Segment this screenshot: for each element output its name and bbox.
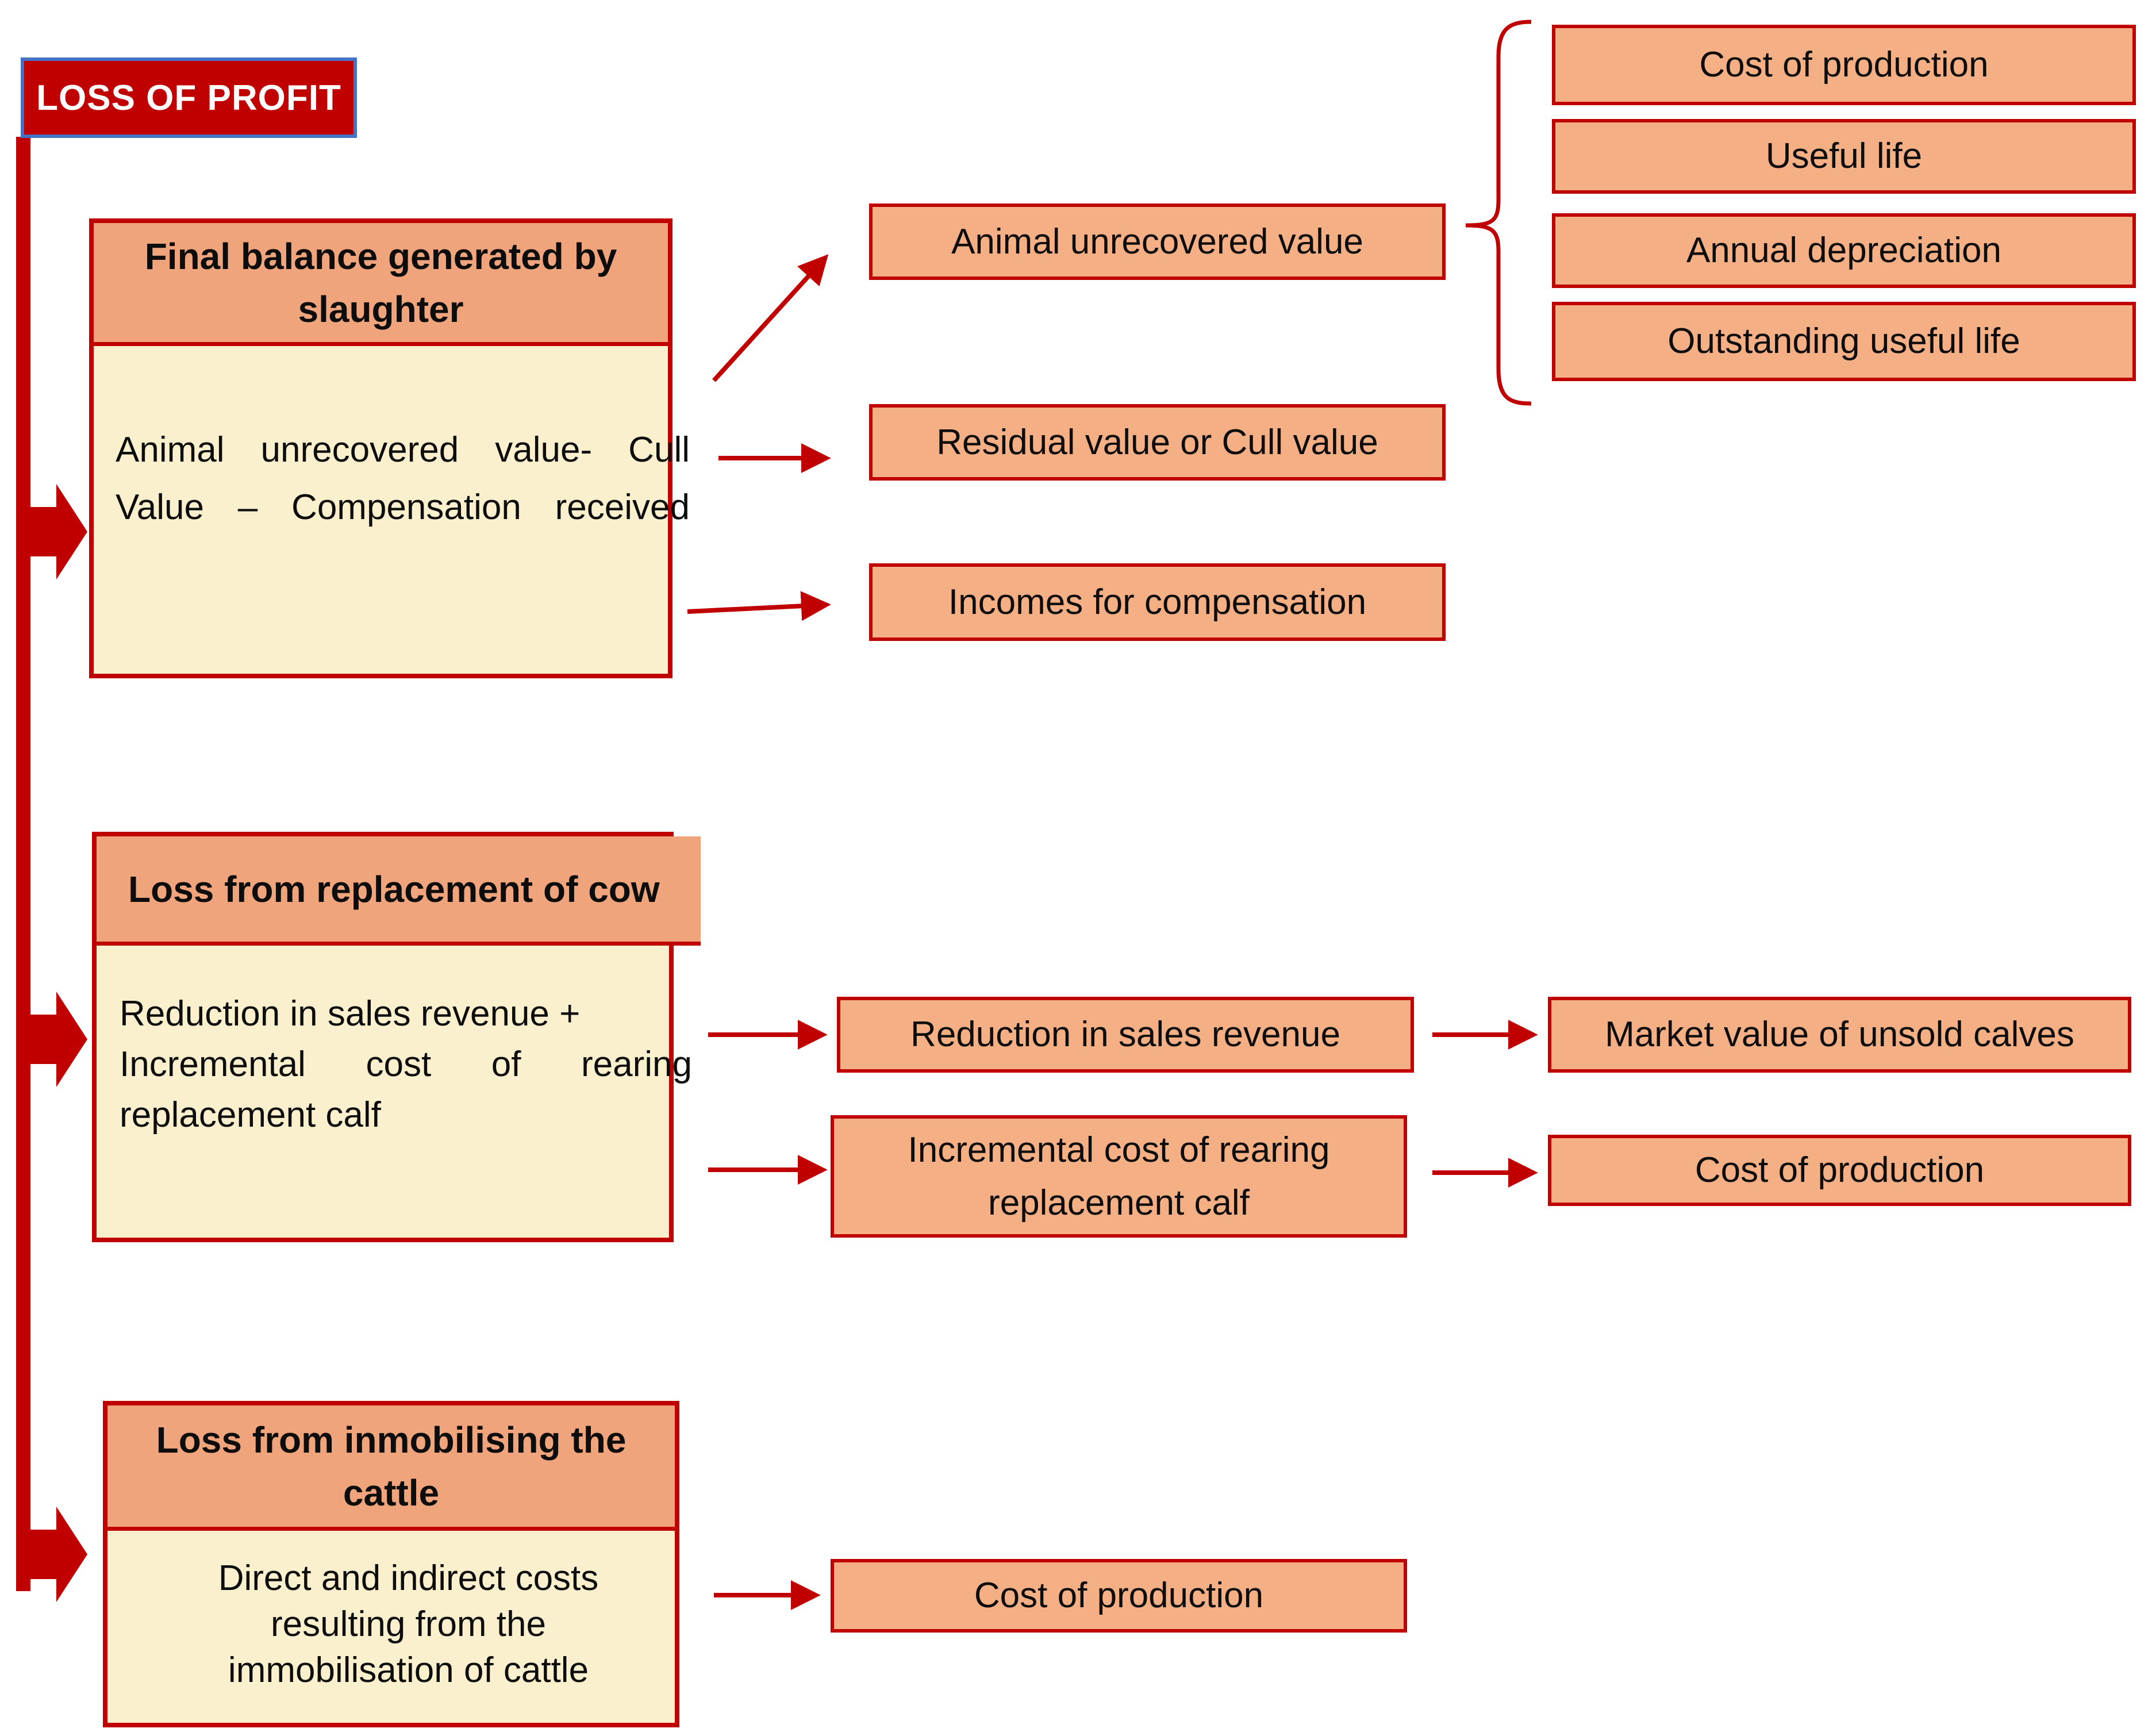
annual-depreciation-box: Annual depreciation (1552, 213, 2136, 288)
box-label: Incremental cost of rearing (908, 1130, 1330, 1170)
useful-life-box: Useful life (1552, 119, 2136, 194)
body-line: immobilisation of cattle (228, 1650, 589, 1690)
header-line: slaughter (298, 288, 464, 330)
section-replacement-body: Reduction in sales revenue + Incremental… (97, 942, 716, 1140)
flow-spine-bar (16, 137, 30, 1591)
body-line: resulting from the (271, 1604, 546, 1644)
block-arrow-replacement-icon (30, 992, 87, 1087)
box-label: Incomes for compensation (948, 582, 1367, 622)
section-slaughter-body: Animal unrecovered value- Cull Value – C… (94, 347, 713, 536)
box-label: Animal unrecovered value (951, 221, 1363, 262)
animal-unrecovered-value-box: Animal unrecovered value (869, 203, 1446, 280)
incremental-cost-box: Incremental cost of rearing replacement … (831, 1115, 1407, 1238)
section-immobilising-body: Direct and indirect costs resulting from… (107, 1527, 709, 1693)
header-line: Loss from inmobilising the (156, 1419, 627, 1461)
loss-of-profit-title: LOSS OF PROFIT (21, 57, 357, 138)
box-label: Cost of production (1694, 1150, 1985, 1190)
cost-of-production-box-1: Cost of production (1552, 25, 2136, 105)
body-line: replacement calf (120, 1095, 381, 1135)
box-label: Reduction in sales revenue (910, 1015, 1340, 1054)
section-immobilising-box: Loss from inmobilising the cattle Direct… (103, 1401, 679, 1727)
cost-of-production-box-3: Cost of production (831, 1559, 1407, 1633)
section-replacement-box: Loss from replacement of cow Reduction i… (92, 832, 701, 1242)
body-line: Direct and indirect costs (218, 1558, 599, 1598)
body-line: Incremental cost of rearing (120, 1044, 692, 1084)
arrow-to-incomes-icon (687, 591, 831, 621)
body-line: Value – Compensation received (116, 487, 690, 527)
section-immobilising-header: Loss from inmobilising the cattle (107, 1405, 675, 1531)
box-label: Cost of production (1699, 45, 1989, 85)
box-label: Cost of production (974, 1576, 1264, 1615)
incomes-compensation-box: Incomes for compensation (869, 563, 1446, 641)
arrow-to-animal-unrecovered-icon (712, 254, 829, 382)
box-label: replacement calf (988, 1182, 1250, 1223)
residual-value-box: Residual value or Cull value (869, 404, 1446, 481)
box-label: Residual value or Cull value (936, 422, 1378, 462)
box-label: Annual depreciation (1686, 231, 2002, 270)
body-line: Reduction in sales revenue + (120, 994, 581, 1034)
box-label: Useful life (1765, 136, 1923, 176)
reduction-sales-revenue-box: Reduction in sales revenue (837, 997, 1414, 1073)
header-line: Loss from replacement of cow (128, 868, 660, 910)
section-slaughter-box: Final balance generated by slaughter Ani… (89, 218, 690, 678)
box-label: Market value of unsold calves (1605, 1015, 2074, 1054)
section-replacement-header: Loss from replacement of cow (97, 836, 701, 946)
header-line: Final balance generated by (144, 235, 617, 277)
body-line: Animal unrecovered value- Cull (116, 430, 690, 470)
section-slaughter-header: Final balance generated by slaughter (94, 223, 668, 346)
block-arrow-slaughter-icon (30, 484, 87, 579)
market-value-unsold-calves-box: Market value of unsold calves (1548, 997, 2131, 1073)
outstanding-useful-life-box: Outstanding useful life (1552, 302, 2136, 381)
block-arrow-immobilising-icon (30, 1507, 87, 1602)
brace-icon (1465, 20, 1532, 406)
loss-of-profit-label: LOSS OF PROFIT (36, 78, 341, 118)
box-label: Outstanding useful life (1667, 321, 2020, 361)
header-line: cattle (343, 1472, 440, 1514)
cost-of-production-box-2: Cost of production (1548, 1135, 2131, 1206)
